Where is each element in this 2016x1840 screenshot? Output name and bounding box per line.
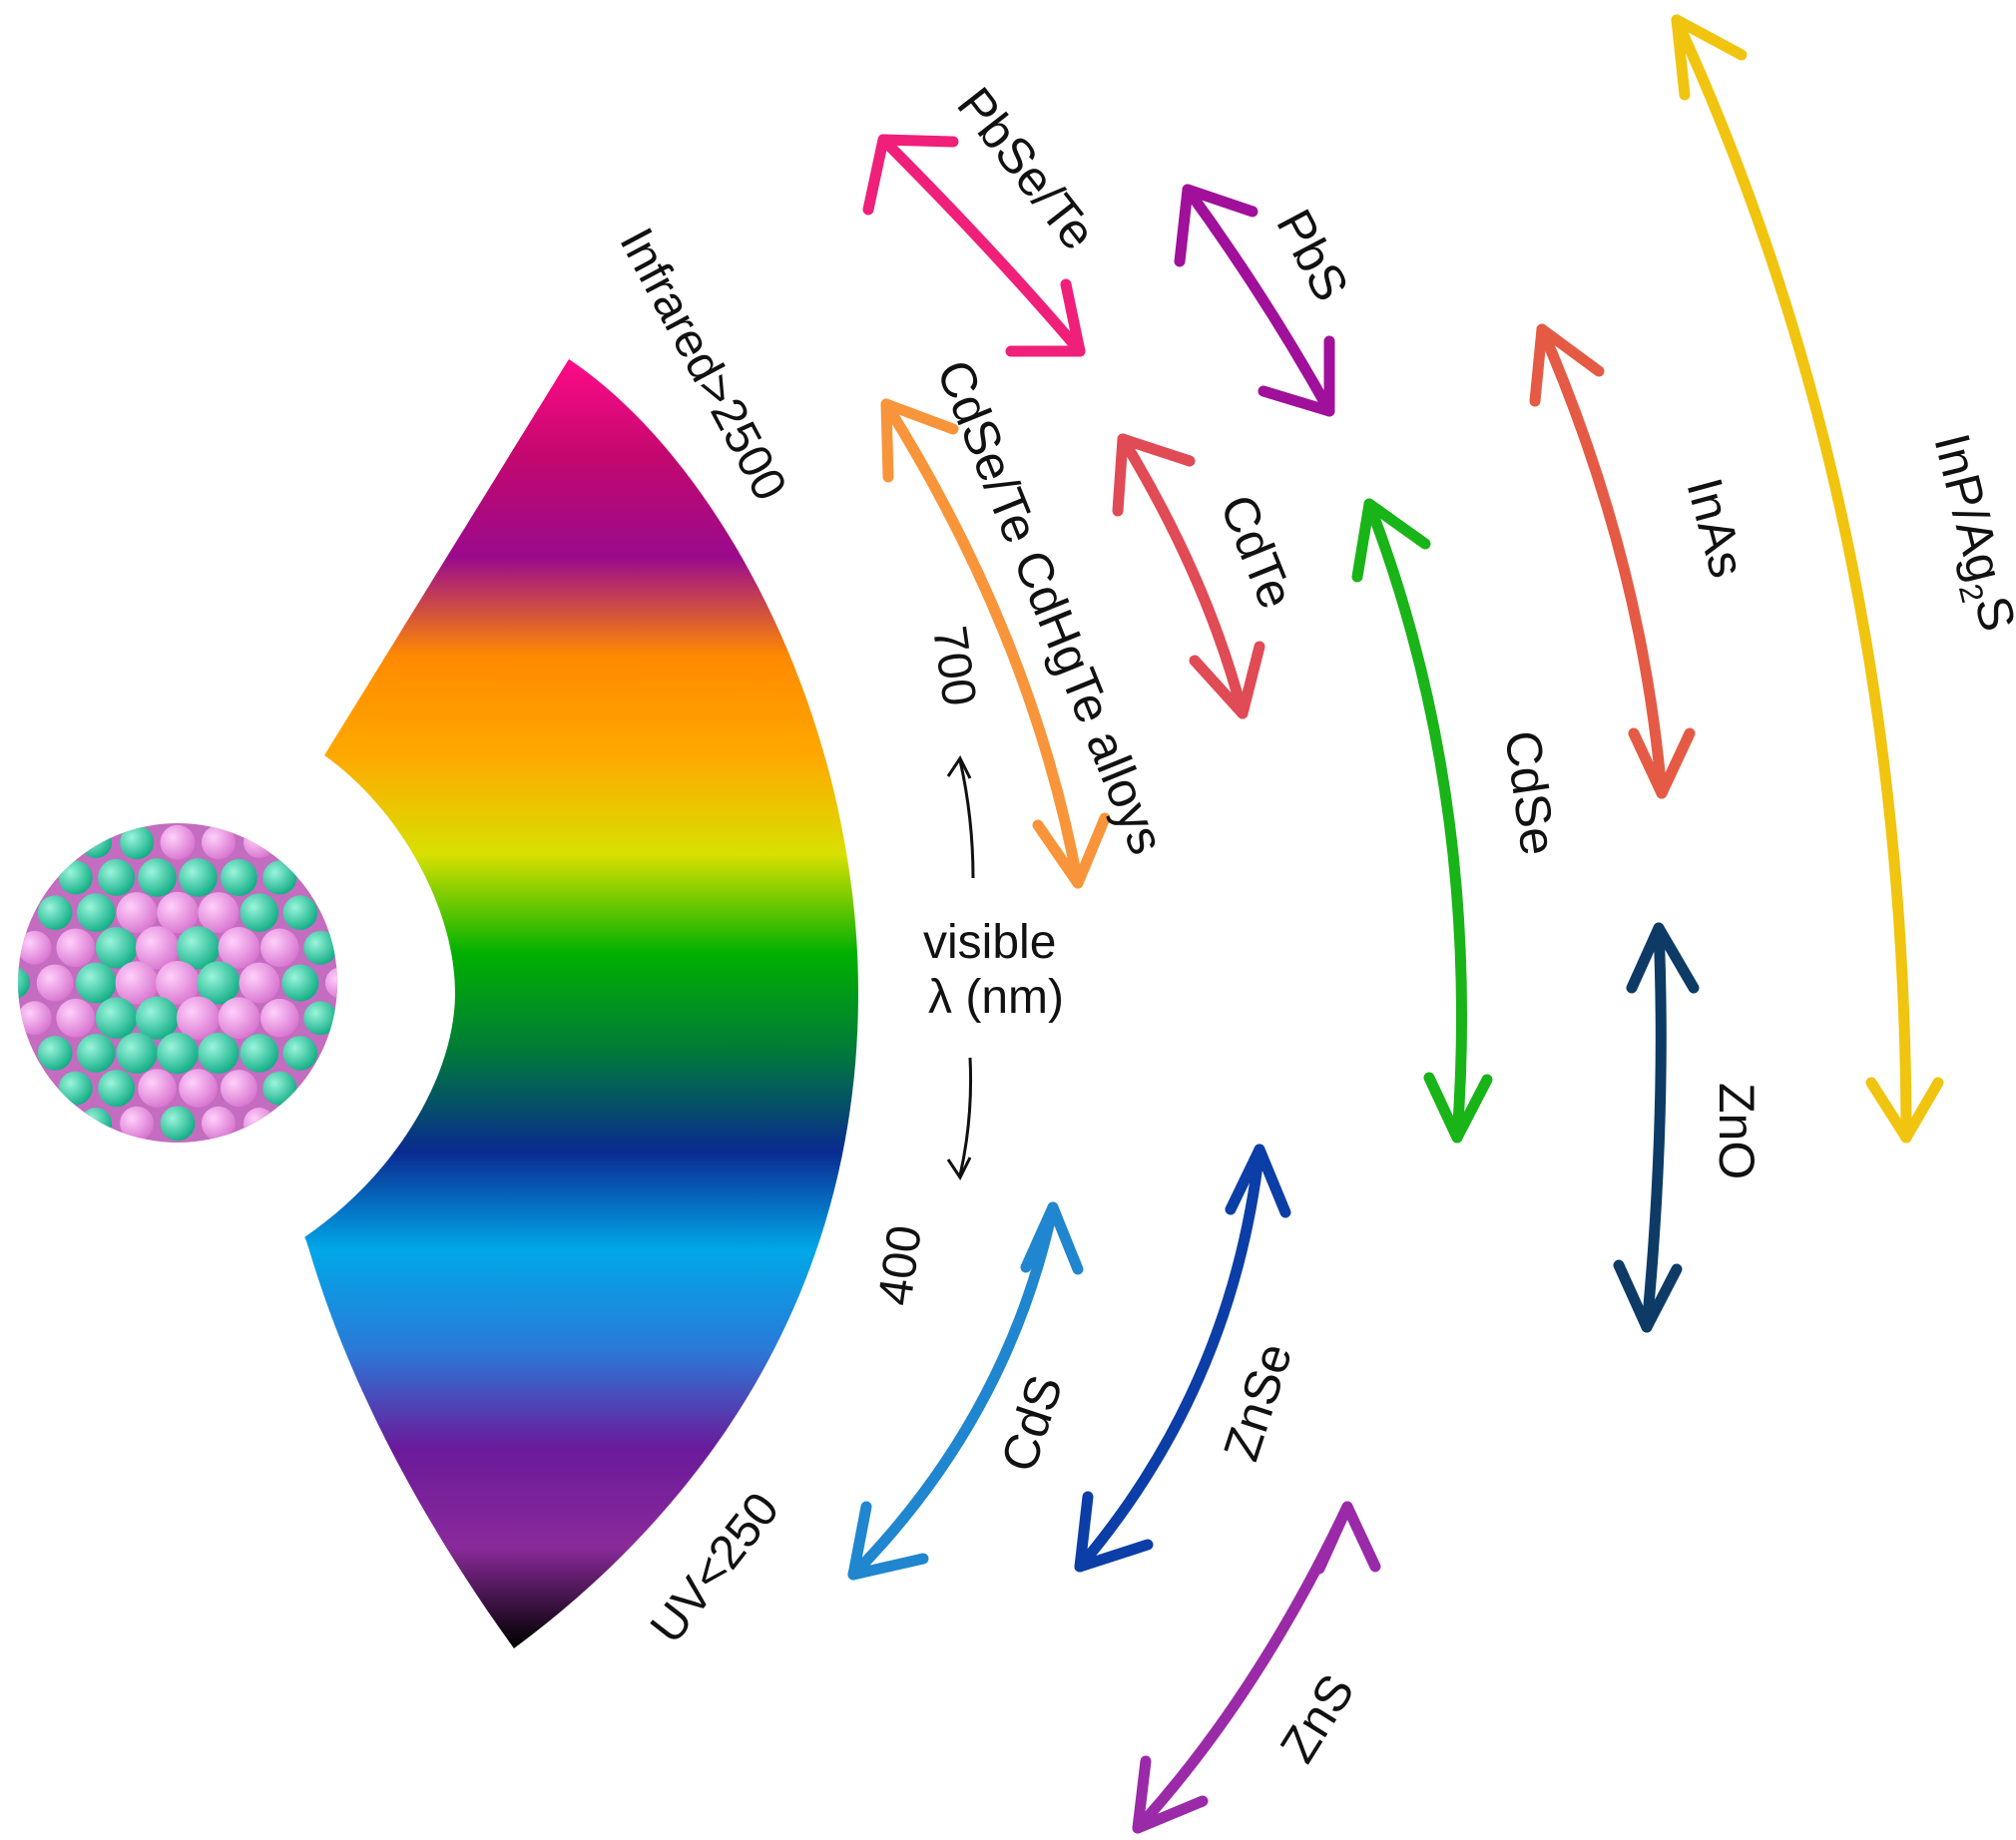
zns-label: ZnS (1269, 1664, 1365, 1771)
cdse-label: CdSe (1494, 727, 1567, 859)
pbs-arrow (1174, 184, 1335, 417)
wavelength-label: λ (nm) (928, 971, 1064, 1024)
inas-label: InAs (1676, 472, 1756, 583)
zns-arrow (1132, 1501, 1381, 1834)
inas-arrow (1529, 323, 1696, 799)
tick-700-label: 700 (922, 623, 986, 709)
cdse-arrow (1351, 498, 1493, 1144)
inp-ag2s-arrow (1671, 14, 1944, 1144)
tick-400-label: 400 (868, 1222, 932, 1309)
cdte-label: CdTe (1210, 487, 1305, 616)
pbs-label: PbS (1265, 201, 1359, 310)
znse-label: ZnSe (1213, 1336, 1302, 1467)
pbse-te-arrow (862, 134, 1086, 357)
cdse-te-cdhgte-arrow (880, 398, 1111, 889)
cds-label: CdS (990, 1369, 1073, 1479)
visible-label: visible (923, 916, 1056, 969)
spectrum-fan (304, 359, 858, 1648)
cdte-arrow (1112, 433, 1265, 719)
zno-label: ZnO (1709, 1083, 1764, 1179)
znse-arrow (1074, 1144, 1291, 1573)
zno-arrow (1613, 922, 1700, 1333)
nanoparticle-icon (18, 823, 337, 1143)
visible-axis-arrows (946, 755, 975, 1180)
cds-arrow (847, 1201, 1084, 1581)
inp-ag2s-label: InP/Ag2S (1916, 428, 2016, 639)
